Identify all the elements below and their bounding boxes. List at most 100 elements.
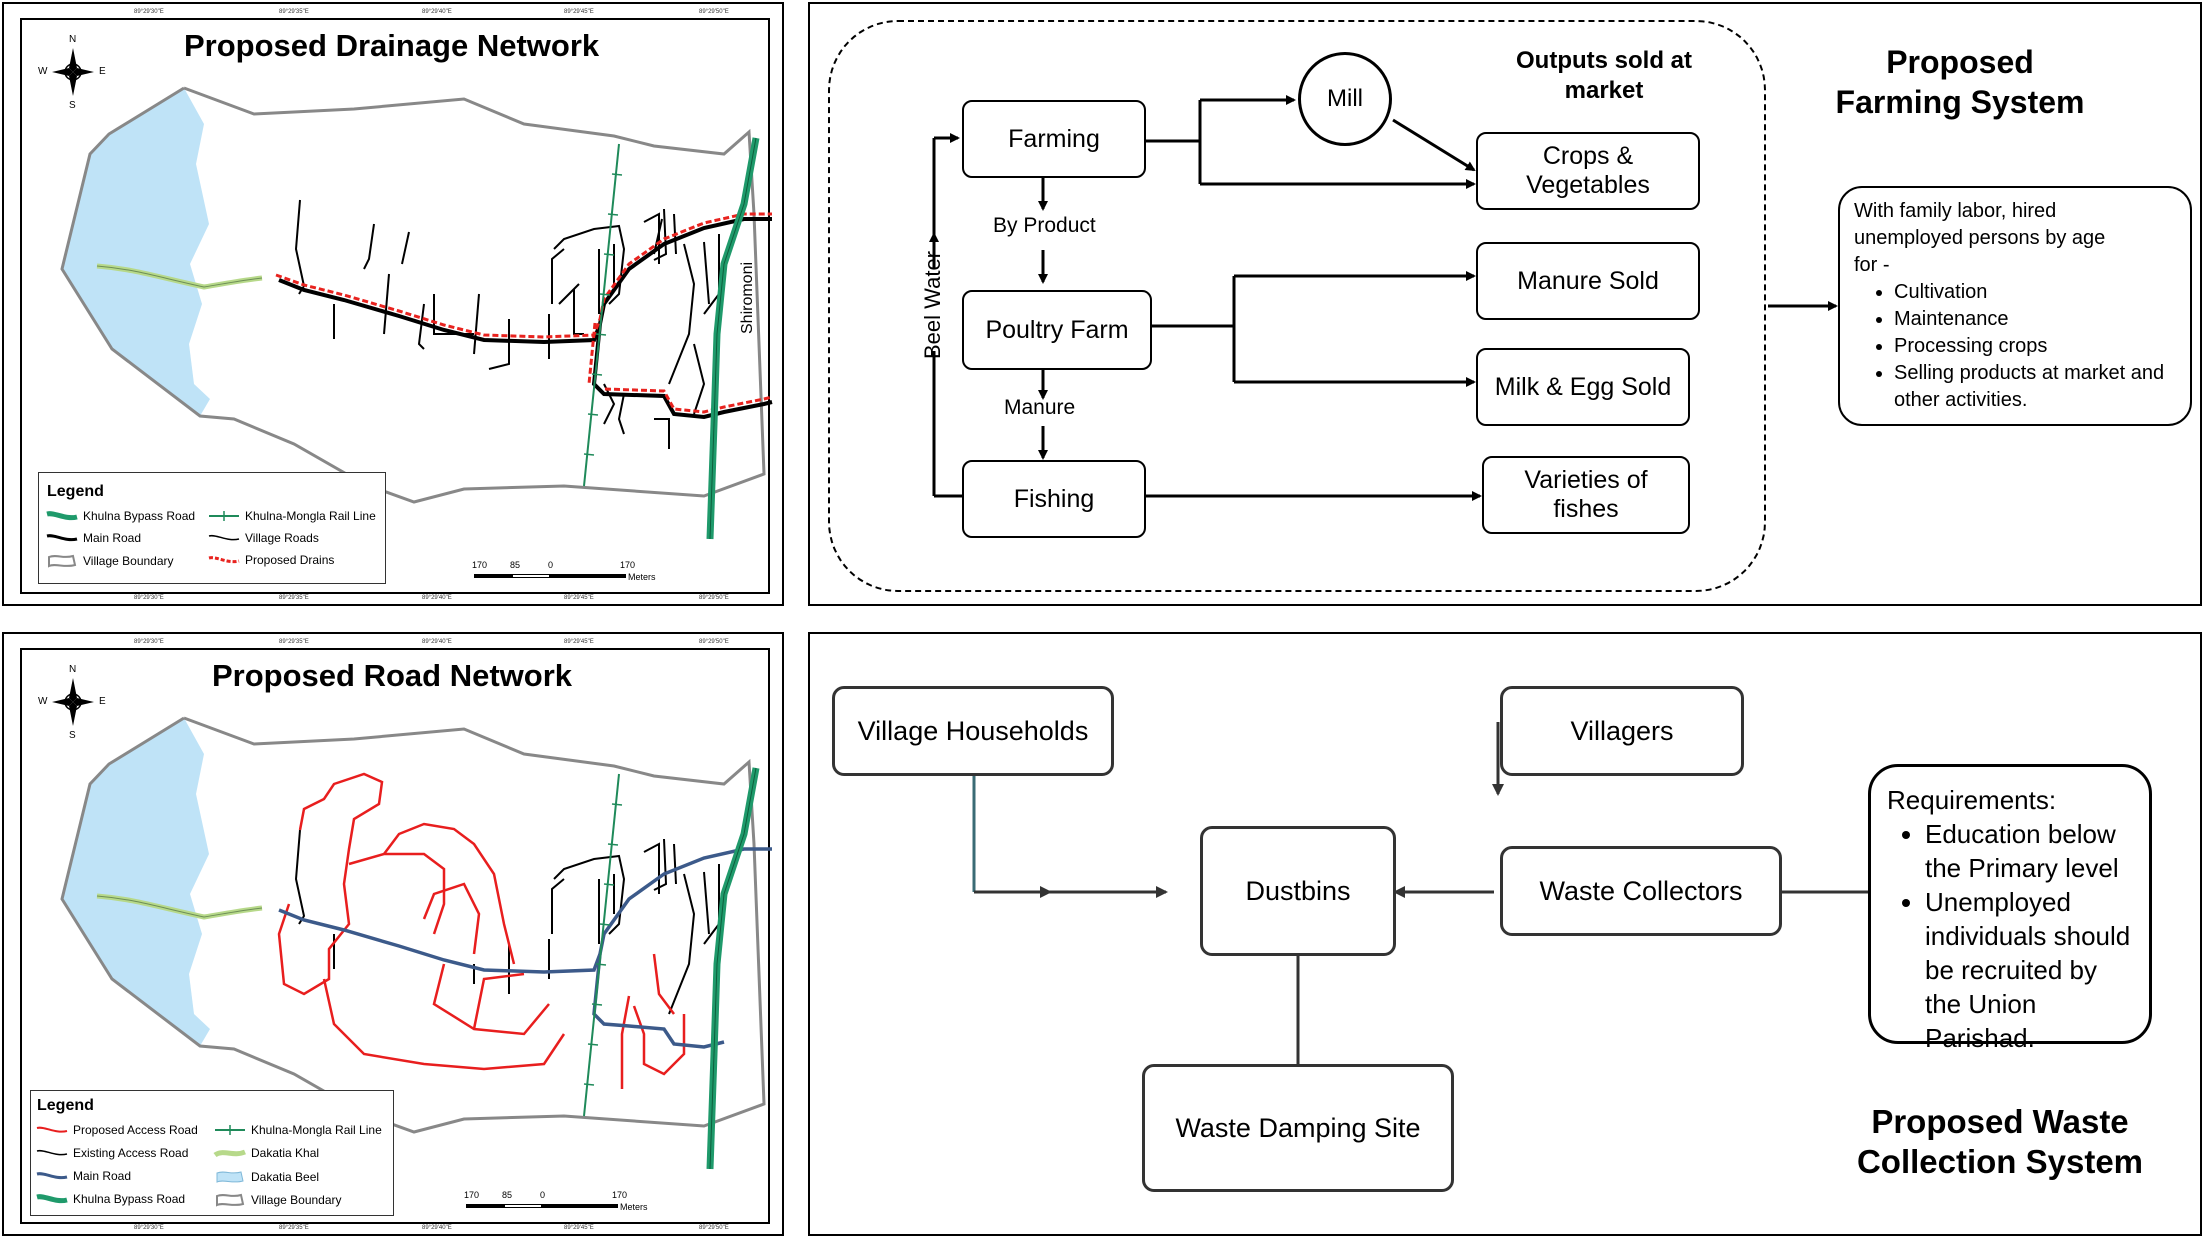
- manure-label: Manure: [1004, 396, 1076, 419]
- degree-tick: 89°29'40"E: [422, 1225, 452, 1231]
- mill-node: Mill: [1298, 52, 1392, 146]
- compass-w: W: [38, 696, 48, 707]
- legend-item: Village Boundary: [213, 1192, 342, 1208]
- legend-title: Legend: [37, 1097, 94, 1114]
- degree-tick: 89°29'50"E: [699, 1225, 729, 1231]
- requirements-title: Requirements:: [1887, 785, 2057, 815]
- legend-item: Existing Access Road: [35, 1146, 188, 1160]
- manure-sold-node: Manure Sold: [1476, 242, 1700, 320]
- compass-rose-icon: N S E W: [38, 664, 108, 744]
- road-legend: Legend Proposed Access Road Khulna-Mongl…: [30, 1090, 394, 1216]
- degree-tick: 89°29'45"E: [564, 639, 594, 645]
- farming-dashed-boundary: [828, 20, 1766, 592]
- degree-tick: 89°29'35"E: [279, 639, 309, 645]
- farming-title: Proposed Farming System: [1835, 44, 2085, 120]
- legend-item: Village Boundary: [45, 553, 174, 569]
- existing-access-roads: [294, 829, 720, 1015]
- main-road-swatch-icon: [36, 1172, 68, 1180]
- drainage-legend: Legend Khulna Bypass Road Khulna-Mongla …: [38, 472, 386, 584]
- legend-item: Main Road: [35, 1169, 131, 1183]
- farming-node: Farming: [962, 100, 1146, 178]
- bypass-swatch-icon: [46, 511, 78, 521]
- compass-s: S: [69, 730, 76, 741]
- degree-tick: 89°29'45"E: [564, 595, 594, 601]
- requirements-list: Education below the Primary level Unempl…: [1887, 817, 2133, 1055]
- degree-tick: 89°29'40"E: [422, 9, 452, 15]
- rail-ticks: [583, 173, 623, 456]
- village-boundary: [60, 716, 766, 1134]
- main-road: [278, 847, 772, 974]
- main-road: [278, 217, 772, 345]
- waste-title: Proposed Waste Collection System: [1856, 1103, 2144, 1180]
- labor-item: Cultivation: [1894, 279, 2176, 306]
- legend-item: Khulna Bypass Road: [45, 509, 195, 523]
- degree-tick: 89°29'50"E: [699, 639, 729, 645]
- road-map-panel: 89°29'30"E 89°29'35"E 89°29'40"E 89°29'4…: [2, 632, 784, 1236]
- poultry-farm-node: Poultry Farm: [962, 290, 1152, 370]
- degree-tick: 89°29'30"E: [134, 1225, 164, 1231]
- proposed-access-roads: [277, 772, 686, 1089]
- labor-item: Maintenance: [1894, 306, 2176, 333]
- labor-list: Cultivation Maintenance Processing crops…: [1854, 279, 2176, 414]
- drainage-map-canvas: [60, 86, 773, 540]
- scale-bar: 170 85 0 170 Meters: [464, 1190, 648, 1212]
- rail-line: [583, 773, 620, 1117]
- drainage-map-title: Proposed Drainage Network: [184, 28, 600, 63]
- road-map-title: Proposed Road Network: [212, 658, 572, 693]
- degree-tick: 89°29'30"E: [134, 9, 164, 15]
- dakatia-khal-line: [96, 265, 263, 288]
- compass-e: E: [99, 66, 106, 77]
- crops-vegetables-node: Crops &Vegetables: [1476, 132, 1700, 210]
- degree-tick: 89°29'40"E: [422, 639, 452, 645]
- drain-swatch-icon: [208, 556, 240, 564]
- degree-tick: 89°29'35"E: [279, 9, 309, 15]
- shiromoni-label: Shiromoni: [739, 261, 756, 334]
- compass-w: W: [38, 66, 48, 77]
- main-road: [592, 953, 725, 1049]
- road-map-canvas: [60, 716, 772, 1170]
- village-households-node: Village Households: [832, 686, 1114, 776]
- legend-item: Khulna-Mongla Rail Line: [207, 509, 376, 523]
- labor-info-box: With family labor, hired unemployed pers…: [1838, 186, 2192, 426]
- farming-system-panel: Beel Water By Product Manure Farming Mil…: [808, 2, 2202, 606]
- degree-tick: 89°29'30"E: [134, 639, 164, 645]
- legend-item: Main Road: [45, 531, 141, 545]
- degree-tick: 89°29'50"E: [699, 595, 729, 601]
- labor-item: Selling products at market and other act…: [1894, 360, 2176, 414]
- rail-swatch-icon: [209, 511, 239, 521]
- compass-rose-icon: N S E W: [38, 34, 108, 114]
- boundary-swatch-icon: [48, 554, 77, 568]
- outputs-label: Outputs sold at market: [1516, 47, 1692, 104]
- drainage-map-panel: 89°29'30"E 89°29'35"E 89°29'40"E 89°29'4…: [2, 2, 784, 606]
- villagers-node: Villagers: [1500, 686, 1744, 776]
- drainage-map-frame: [20, 18, 770, 594]
- requirement-item: Education below the Primary level: [1925, 817, 2133, 885]
- bypass-swatch-icon: [36, 1194, 68, 1204]
- main-road: [591, 323, 773, 420]
- rail-swatch-icon: [215, 1125, 245, 1135]
- existing-access-swatch-icon: [36, 1149, 68, 1156]
- boundary-swatch-icon: [216, 1193, 245, 1207]
- dakatia-beel-area: [62, 88, 210, 416]
- degree-tick: 89°29'40"E: [422, 595, 452, 601]
- legend-item: Khulna-Mongla Rail Line: [213, 1123, 382, 1137]
- degree-tick: 89°29'35"E: [279, 595, 309, 601]
- by-product-label: By Product: [993, 214, 1096, 237]
- legend-item: Proposed Drains: [207, 553, 334, 567]
- labor-item: Processing crops: [1894, 333, 2176, 360]
- requirement-item: Unemployed individuals should be recruit…: [1925, 885, 2133, 1055]
- village-roads: [294, 199, 720, 449]
- degree-tick: 89°29'35"E: [279, 1225, 309, 1231]
- legend-item: Khulna Bypass Road: [35, 1192, 185, 1206]
- road-map-frame: [20, 648, 770, 1224]
- proposed-access-swatch-icon: [36, 1126, 68, 1133]
- village-road-swatch-icon: [208, 534, 240, 541]
- proposed-drain: [587, 322, 597, 385]
- legend-title: Legend: [47, 483, 104, 500]
- compass-e: E: [99, 696, 106, 707]
- main-road-swatch-icon: [46, 534, 78, 542]
- degree-tick: 89°29'50"E: [699, 9, 729, 15]
- legend-item: Proposed Access Road: [35, 1123, 198, 1137]
- village-boundary: [60, 86, 766, 504]
